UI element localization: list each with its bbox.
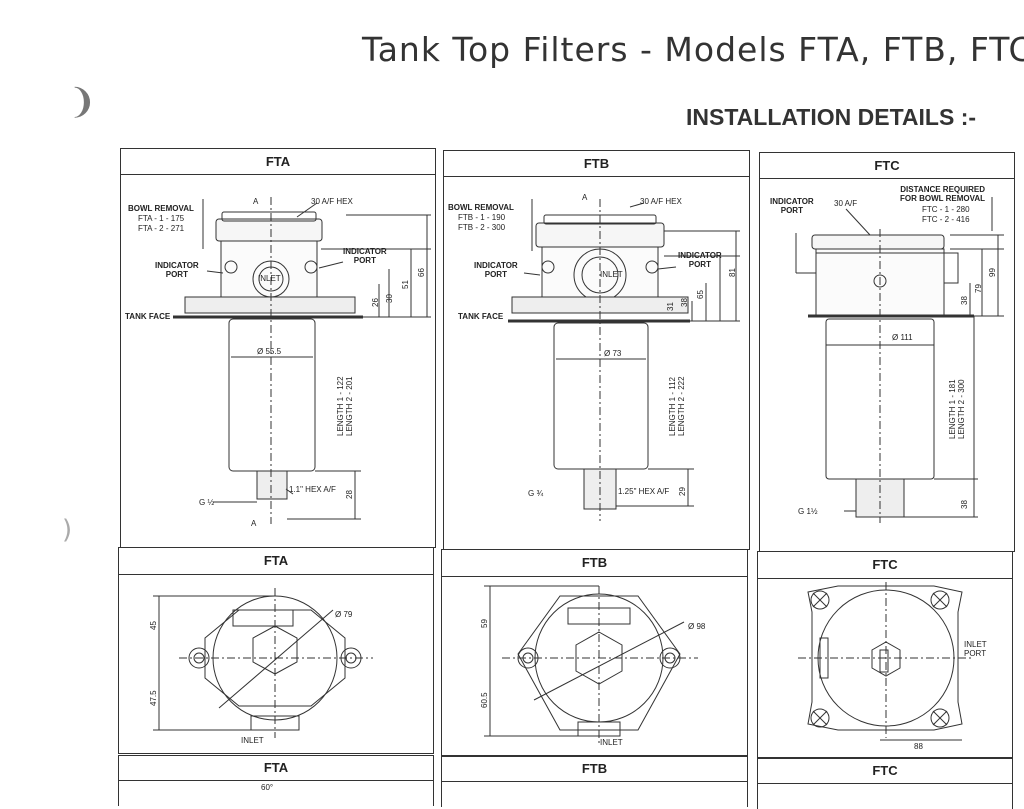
fta-panel-header: FTA [121,149,435,175]
ftb-thread-label: G ¾ [528,489,544,498]
ftb-plan-panel: FTB Ø 98 59 60.5 INLET [441,549,748,756]
ftc-bottom-panel: FTC [757,758,1013,809]
fta-bowl-1: FTA - 1 - 175 [138,214,185,223]
fta-section-a-bottom: A [251,519,257,528]
ftb-bowl-removal-label: BOWL REMOVAL [448,203,514,212]
ftb-tank-face-label: TANK FACE [458,312,504,321]
ftb-hex-top-label: 30 A/F HEX [640,197,682,206]
fta-plan-inlet: INLET [241,736,264,745]
ftb-plan-drawing [484,585,698,744]
fta-length-label: LENGTH 1 - 122 LENGTH 2 - 201 [336,376,354,436]
fta-indicator-port-right: INDICATOR PORT [343,247,387,265]
ftb-plan-header: FTB [442,550,747,577]
ftb-bottom-panel: FTB [441,756,748,807]
ftb-inlet-label: INLET [600,270,623,279]
margin-mark: ) [62,515,73,545]
ftc-indicator-port: INDICATOR PORT [770,197,814,215]
ftb-plan-inlet: INLET [600,738,623,747]
fta-diameter-label: Ø 55.5 [257,347,282,356]
fta-tank-face-label: TANK FACE [125,312,171,321]
ftb-bottom-header: FTB [442,757,747,782]
ftc-side-drawing [795,197,1004,523]
ftc-bowl-2: FTC - 2 - 416 [922,215,970,224]
ftc-length-label: LENGTH 1 - 181 LENGTH 2 - 300 [948,379,966,439]
fta-bottom-panel: FTA 60° [118,755,434,806]
ftb-dim-81: 81 [728,268,737,277]
ftb-plan-dim-59: 59 [480,619,489,628]
ftc-side-panel: FTC INDICATOR PORT 30 A/F DISTANCE REQUI… [759,152,1015,552]
ftc-panel-header: FTC [760,153,1014,179]
fta-side-panel: FTA BOWL REMOVAL [120,148,436,548]
ftc-bottom-header: FTC [758,759,1012,784]
ftb-dim-29: 29 [678,487,687,496]
fta-plan-dim-45: 45 [149,621,158,630]
ftc-plan-panel: FTC INLET PORT 88 [757,551,1013,758]
ftb-plan-dim-60-5: 60.5 [480,692,489,708]
ftc-plan-drawing [798,582,974,741]
ftb-diameter-label: Ø 73 [604,349,622,358]
ftb-section-a-top: A [582,193,588,202]
ftb-dim-38: 38 [680,298,689,307]
fta-dim-51: 51 [401,280,410,289]
ftc-dim-79: 79 [974,284,983,293]
ftc-plan-dim-88: 88 [914,742,923,751]
fta-side-drawing [173,197,431,524]
ftb-side-drawing [508,199,740,521]
fta-plan-header: FTA [119,548,433,575]
fta-hex-bottom-label: 1.1" HEX A/F [289,485,336,494]
ftb-length-label: LENGTH 1 - 112 LENGTH 2 - 222 [668,376,686,436]
page-title: Tank Top Filters - Models FTA, FTB, FTC [362,30,1024,69]
fta-hex-top-label: 30 A/F HEX [311,197,353,206]
fta-bowl-removal-label: BOWL REMOVAL [128,204,194,213]
ftb-indicator-port-left: INDICATOR PORT [474,261,518,279]
ftb-side-panel: FTB BOWL REMOVAL FTB - 1 - 190 FTB - 2 -… [443,150,750,550]
fta-thread-label: G ½ [199,498,215,507]
margin-mark: ❩ [68,82,97,122]
fta-dim-66: 66 [417,268,426,277]
fta-indicator-port-left: INDICATOR PORT [155,261,199,279]
ftb-bowl-2: FTB - 2 - 300 [458,223,506,232]
section-title: INSTALLATION DETAILS :- [686,104,977,130]
fta-bowl-2: FTA - 2 - 271 [138,224,185,233]
ftc-plan-inlet-port: INLET PORT [964,640,987,658]
fta-dim-28: 28 [345,490,354,499]
fta-plan-dim-47-5: 47.5 [149,690,158,706]
ftc-thread-label: G 1½ [798,507,818,516]
fta-plan-panel: FTA Ø 79 45 47.5 INLET [118,547,434,754]
ftb-dim-31: 31 [666,302,675,311]
ftb-plan-diameter: Ø 98 [688,622,706,631]
fta-plan-drawing [153,588,373,738]
ftb-dim-65: 65 [696,290,705,299]
ftc-af-label: 30 A/F [834,199,858,208]
ftb-panel-header: FTB [444,151,749,177]
fta-bottom-header: FTA [119,756,433,781]
ftc-dim-38-bottom: 38 [960,500,969,509]
ftc-plan-header: FTC [758,552,1012,579]
fta-dim-26: 26 [371,298,380,307]
fta-bottom-angle: 60° [261,783,274,792]
ftb-bowl-1: FTB - 1 - 190 [458,213,506,222]
fta-dim-30: 30 [385,294,394,303]
ftb-hex-bottom-label: 1.25" HEX A/F [618,487,670,496]
ftc-bowl-1: FTC - 1 - 280 [922,205,970,214]
ftc-dim-99: 99 [988,268,997,277]
ftc-distance-label: DISTANCE REQUIRED FOR BOWL REMOVAL [900,185,986,203]
fta-inlet-label: INLET [258,274,281,283]
ftc-diameter-label: Ø 111 [892,333,913,342]
ftb-indicator-port-right: INDICATOR PORT [678,251,722,269]
fta-section-a-top: A [253,197,259,206]
fta-plan-diameter: Ø 79 [335,610,353,619]
ftc-dim-38-top: 38 [960,296,969,305]
